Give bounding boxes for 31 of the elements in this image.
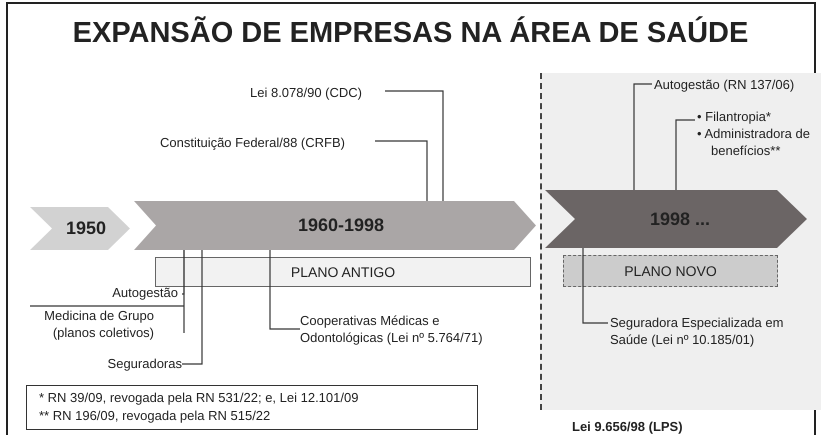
plan-bar: PLANO ANTIGO [155,257,531,287]
list-item: • Filantropia* [697,108,772,125]
plan-bar: PLANO NOVO [563,255,778,287]
list-item: • Administradora de benefícios** [697,125,811,159]
footnote: ** RN 196/09, revogada pela RN 515/22 [39,407,272,425]
leader-line [182,250,203,365]
callout-text: Seguradoras [96,355,182,373]
leader-line [269,250,300,330]
footnote-box [26,385,478,430]
callout-text: Cooperativas Médicas e Odontológicas (Lei nº 5.764/71) [300,312,490,366]
callout-text: Autogestão (RN 137/06) [654,76,820,96]
callout-text: Lei 8.078/90 (CDC) [250,84,385,104]
callout-text: Seguradora Especializada em Saúde (Lei nº 10.185/01) [610,314,818,352]
period-band [134,201,536,250]
leader-line [375,140,428,201]
callout-text: Constituição Federal/88 (CRFB) [160,134,375,154]
period-band [30,207,130,250]
leader-line [385,90,444,201]
leader-line [582,248,608,324]
leader-line [29,249,185,334]
leader-line [633,83,652,190]
callout-text: Medicina de Grupo (planos coletivos) [30,307,154,345]
callout-text: Autogestão [60,284,182,304]
period-band [545,190,807,248]
footnote: * RN 39/09, revogada pela RN 531/22; e, Lei 12.101/09 [39,389,360,407]
period-label: 1960-1998 [296,214,384,237]
period-label: 1998 ... [648,208,710,230]
leader-line [675,119,695,190]
panel-heading: Lei 9.656/98 (LPS) [572,418,683,435]
period-label: 1950 [64,217,106,240]
title: EXPANSÃO DE EMPRESAS NA ÁREA DE SAÚDE [72,15,750,51]
